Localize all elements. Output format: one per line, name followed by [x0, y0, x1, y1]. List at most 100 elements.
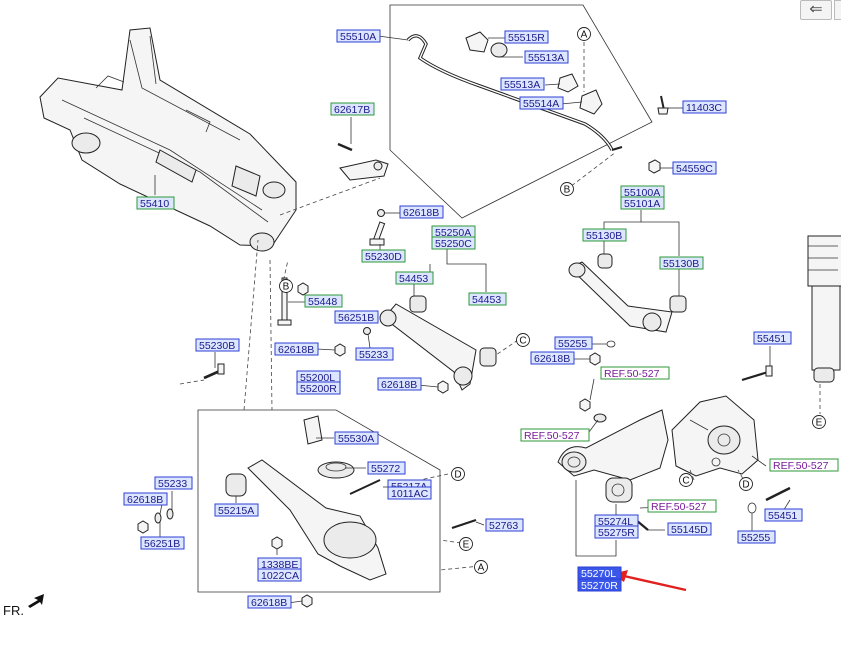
part-tag-box [123, 492, 168, 506]
part-tag[interactable]: 56251B [140, 536, 185, 550]
part-tag[interactable]: 1022CA [257, 568, 302, 582]
part-tag[interactable]: 62618B [377, 377, 422, 391]
part-tag[interactable]: 55250C [431, 236, 476, 250]
part-tag[interactable]: 55230B [195, 338, 240, 352]
part-tag-box [485, 518, 524, 532]
part-tag[interactable]: 54559C [672, 161, 717, 175]
part-tag[interactable]: 54453 [468, 292, 507, 306]
part-tag[interactable]: 55513A [524, 50, 569, 64]
part-tag[interactable]: REF.50-527 [647, 499, 717, 513]
part-tag[interactable]: REF.50-527 [600, 366, 670, 380]
part-tag[interactable]: 62618B [247, 595, 292, 609]
part-tag-box [659, 256, 704, 270]
part-tag[interactable]: 11403C [682, 100, 727, 114]
part-tags: 55510A 55515R 55513A 55513A 55514A 11403C 5455… [123, 29, 839, 609]
part-tag[interactable]: 55130B [659, 256, 704, 270]
part-tag-box [620, 196, 665, 210]
part-tag[interactable]: 55530A [334, 431, 379, 445]
upper-arm-55100a [568, 253, 687, 366]
part-tag-box [334, 310, 379, 324]
callout-letter: E [816, 418, 823, 429]
part-tag-box [594, 525, 639, 539]
part-tag[interactable]: 55270L [577, 566, 622, 580]
part-tag[interactable]: 55215A [214, 503, 259, 517]
part-tag[interactable]: 55230D [361, 249, 406, 263]
part-tag[interactable]: REF.50-527 [520, 428, 590, 442]
part-tag[interactable]: 1338BE [257, 557, 302, 571]
part-tag[interactable]: 55145D [667, 522, 712, 536]
part-tag[interactable]: 55410 [136, 196, 175, 210]
part-tag[interactable]: 55515R [504, 30, 549, 44]
knuckle [671, 365, 773, 477]
part-tag-box [247, 595, 292, 609]
callout-circle [459, 537, 473, 551]
part-tag-box [764, 508, 803, 522]
forward-button[interactable] [834, 0, 841, 20]
part-tag-box [524, 50, 569, 64]
part-tag[interactable]: 55101A [620, 196, 665, 210]
part-tag-box [257, 568, 302, 582]
part-tag[interactable]: 55270R [577, 578, 622, 592]
callout-letter: B [564, 185, 571, 196]
direction-label: FR. [3, 603, 24, 618]
part-tag[interactable]: 55255 [737, 530, 776, 544]
callout-letter: A [478, 563, 485, 574]
part-number-label: 62618B [251, 597, 287, 609]
part-number-label: REF.50-527 [604, 368, 660, 380]
part-tag[interactable]: 55130B [582, 228, 627, 242]
part-tag[interactable]: 55200R [296, 381, 341, 395]
part-tag[interactable]: 55272 [367, 461, 406, 475]
part-number-label: 55272 [371, 463, 400, 475]
callout-letter: A [581, 30, 588, 41]
part-number-label: 55200L [300, 372, 335, 384]
part-tag[interactable]: REF.50-527 [769, 458, 839, 472]
part-number-label: 62618B [534, 353, 570, 365]
callout-letter: C [682, 476, 689, 487]
part-tag[interactable]: 62618B [530, 351, 575, 365]
callout-letter: D [454, 470, 461, 481]
part-number-label: 55233 [158, 478, 187, 490]
part-tag[interactable]: 1011AC [387, 486, 432, 500]
part-tag-box [582, 228, 627, 242]
part-tag[interactable]: 55274L [594, 514, 639, 528]
part-tag-box [304, 294, 343, 308]
leader-lines [154, 35, 791, 604]
bolts-55230d-55448 [277, 209, 386, 326]
part-tag[interactable]: 52763 [485, 518, 524, 532]
part-tag-box [367, 461, 406, 475]
part-tag[interactable]: 55233 [154, 476, 193, 490]
red-pointer-arrow [612, 570, 687, 592]
part-tag[interactable]: 55451 [764, 508, 803, 522]
part-tag[interactable]: 55200L [296, 370, 341, 384]
part-tag[interactable]: 62617B [330, 102, 375, 116]
part-number-label: 55530A [338, 433, 374, 445]
part-tag-box [672, 161, 717, 175]
part-tag[interactable]: 55514A [519, 96, 564, 110]
part-tag-box [361, 249, 406, 263]
part-tag[interactable]: 55448 [304, 294, 343, 308]
part-tag[interactable]: 55250A [431, 225, 476, 239]
part-tag[interactable]: 62618B [274, 342, 319, 356]
part-number-label: 55200R [300, 383, 337, 395]
part-tag[interactable]: 62618B [399, 205, 444, 219]
part-tag[interactable]: 55275R [594, 525, 639, 539]
part-number-label: 55233 [359, 349, 388, 361]
part-tag[interactable]: 56251B [334, 310, 379, 324]
part-tag[interactable]: 62618B [123, 492, 168, 506]
part-tag-box [214, 503, 259, 517]
part-tag-box [330, 102, 375, 116]
callout-circle [739, 477, 753, 491]
part-tag[interactable]: 55233 [355, 347, 394, 361]
part-number-label: 55250C [435, 238, 472, 250]
part-tag[interactable]: 55510A [336, 29, 381, 43]
part-tag[interactable]: 54453 [395, 271, 434, 285]
part-tag[interactable]: 55100A [620, 185, 665, 199]
part-number-label: 62618B [381, 379, 417, 391]
part-number-label: 56251B [144, 538, 180, 550]
part-tag-box [140, 536, 185, 550]
part-tag[interactable]: 55255 [554, 336, 593, 350]
part-tag[interactable]: 55451 [753, 331, 792, 345]
part-tag[interactable]: 55513A [500, 77, 545, 91]
back-button[interactable]: ⇐ [800, 0, 832, 20]
